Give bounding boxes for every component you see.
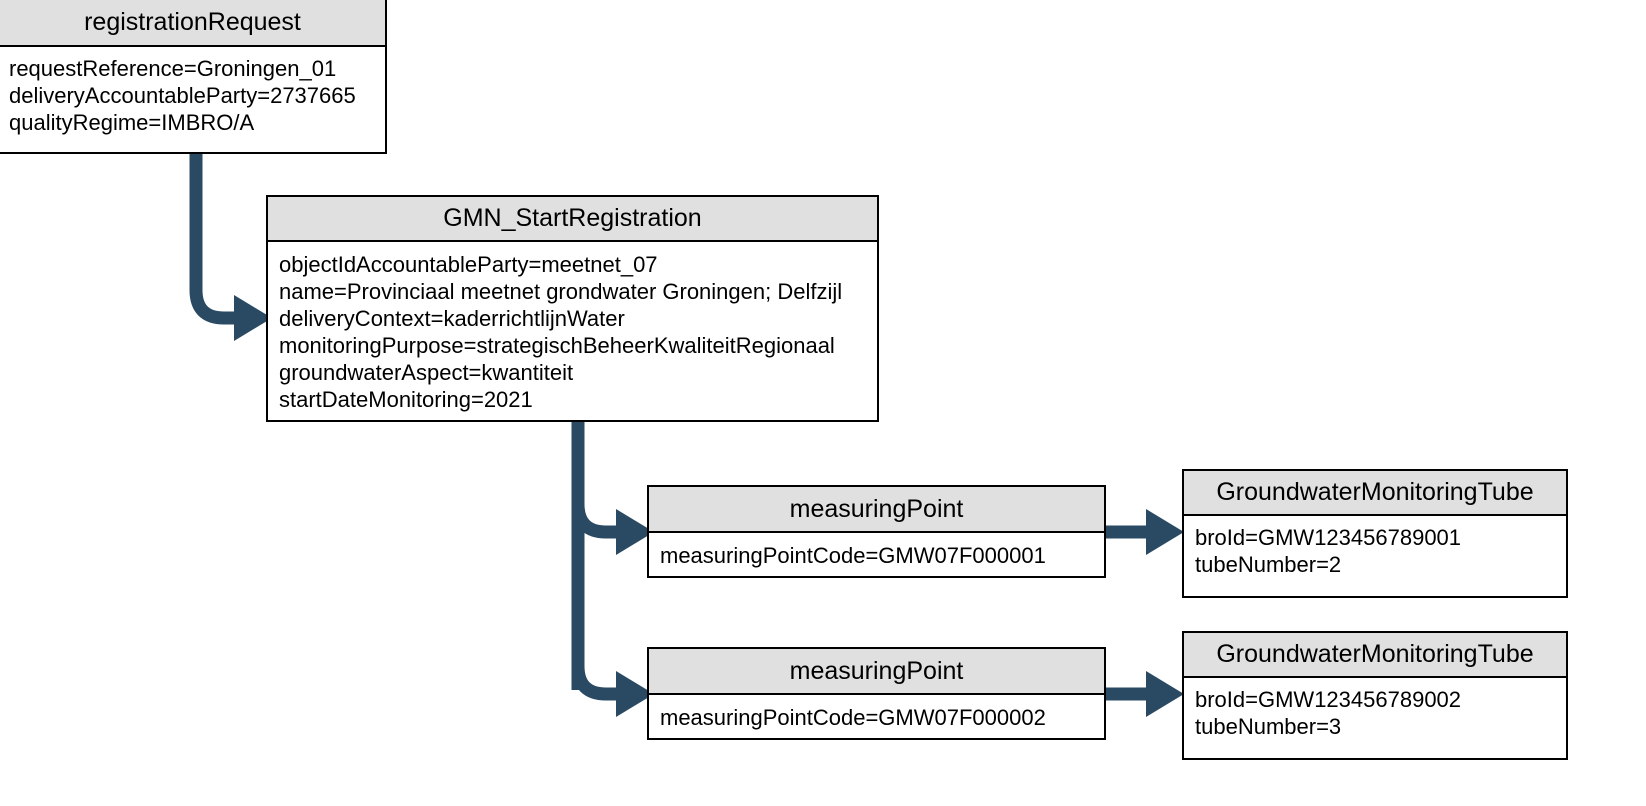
connector-line	[189, 152, 240, 325]
connector-mp1-to-tube1	[1106, 509, 1184, 555]
connector-request-to-gmn	[189, 152, 272, 341]
object-box-measuring-point-2[interactable]: measuringPoint measuringPointCode=GMW07F…	[647, 647, 1106, 740]
object-box-title: GMN_StartRegistration	[268, 197, 877, 242]
object-box-attributes: broId=GMW123456789002 tubeNumber=3	[1184, 678, 1566, 758]
object-box-groundwater-monitoring-tube-1[interactable]: GroundwaterMonitoringTube broId=GMW12345…	[1182, 469, 1568, 598]
attribute-delivery-context: deliveryContext=kaderrichtlijnWater	[279, 306, 625, 331]
connector-gmn-to-measuringpoints	[571, 421, 654, 717]
attribute-request-reference: requestReference=Groningen_01	[9, 56, 337, 81]
object-box-attributes: broId=GMW123456789001 tubeNumber=2	[1184, 516, 1566, 596]
attribute-bro-id: broId=GMW123456789002	[1195, 687, 1462, 712]
attribute-measuring-point-code: measuringPointCode=GMW07F000002	[660, 705, 1046, 730]
connector-branch-mp1	[571, 503, 622, 539]
attribute-quality-regime: qualityRegime=IMBRO/A	[9, 110, 255, 135]
attribute-monitoring-purpose: monitoringPurpose=strategischBeheerKwali…	[279, 333, 835, 358]
attribute-object-id-accountable-party: objectIdAccountableParty=meetnet_07	[279, 252, 658, 277]
object-box-title: GroundwaterMonitoringTube	[1184, 633, 1566, 678]
object-box-title: measuringPoint	[649, 649, 1104, 695]
attribute-name: name=Provinciaal meetnet grondwater Gron…	[279, 279, 843, 304]
object-box-title: registrationRequest	[0, 0, 385, 47]
object-box-title: GroundwaterMonitoringTube	[1184, 471, 1566, 516]
connector-branch-mp2	[571, 665, 622, 701]
arrowhead-icon	[1146, 509, 1184, 555]
object-box-attributes: objectIdAccountableParty=meetnet_07 name…	[268, 242, 877, 420]
attribute-bro-id: broId=GMW123456789001	[1195, 525, 1462, 550]
attribute-start-date-monitoring: startDateMonitoring=2021	[279, 387, 533, 412]
attribute-groundwater-aspect: groundwaterAspect=kwantiteit	[279, 360, 574, 385]
attribute-delivery-accountable-party: deliveryAccountableParty=2737665	[9, 83, 356, 108]
object-box-attributes: measuringPointCode=GMW07F000002	[649, 695, 1104, 738]
object-box-attributes: requestReference=Groningen_01 deliveryAc…	[0, 47, 385, 152]
attribute-measuring-point-code: measuringPointCode=GMW07F000001	[660, 543, 1046, 568]
object-box-registration-request[interactable]: registrationRequest requestReference=Gro…	[0, 0, 387, 154]
object-box-title: measuringPoint	[649, 487, 1104, 533]
object-box-groundwater-monitoring-tube-2[interactable]: GroundwaterMonitoringTube broId=GMW12345…	[1182, 631, 1568, 760]
attribute-tube-number: tubeNumber=3	[1195, 714, 1342, 739]
object-box-gmn-start-registration[interactable]: GMN_StartRegistration objectIdAccountabl…	[266, 195, 879, 422]
object-box-attributes: measuringPointCode=GMW07F000001	[649, 533, 1104, 576]
arrowhead-icon	[1146, 671, 1184, 717]
object-box-measuring-point-1[interactable]: measuringPoint measuringPointCode=GMW07F…	[647, 485, 1106, 578]
attribute-tube-number: tubeNumber=2	[1195, 552, 1342, 577]
connector-mp2-to-tube2	[1106, 671, 1184, 717]
